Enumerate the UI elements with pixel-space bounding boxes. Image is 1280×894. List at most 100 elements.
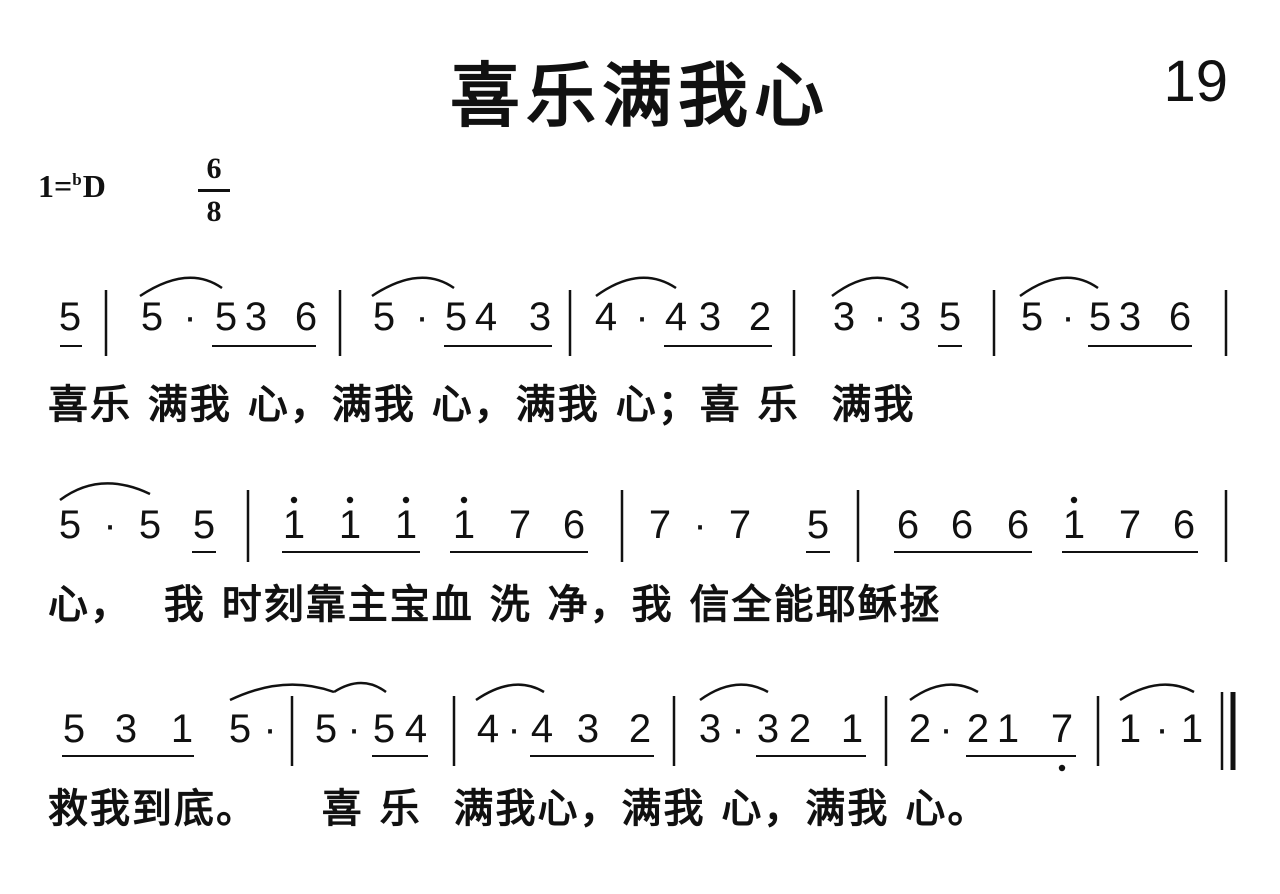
- dot: ·: [507, 707, 520, 751]
- note: 5: [1021, 295, 1043, 339]
- lyrics-line-1: 喜乐 满我 心，满我 心，满我 心；喜 乐 满我: [48, 382, 916, 428]
- notes-layer: 5 5 · 5 3 6 5 · 5 4 3 4 · 4 3 2 3 · 3 5 …: [59, 295, 1191, 339]
- notes-layer: 5 3 1 5 · 5 · 5 4 4 · 4 3 2 3 · 3 2 1 2 …: [63, 707, 1203, 751]
- note: 3: [577, 707, 599, 751]
- note: 5: [445, 295, 467, 339]
- note: 2: [909, 707, 931, 751]
- dot: ·: [263, 707, 276, 751]
- dot: ·: [873, 295, 886, 339]
- slur: [1019, 276, 1099, 298]
- slur: [475, 683, 545, 702]
- dot: ·: [103, 503, 116, 547]
- note: 1: [997, 707, 1019, 751]
- slur: [699, 683, 769, 702]
- octave-dot: [346, 496, 354, 504]
- barlines: [104, 290, 1228, 356]
- dot: ·: [635, 295, 648, 339]
- score-system-3: 5 3 1 5 · 5 · 5 4 4 · 4 3 2 3 · 3 2 1 2 …: [0, 670, 1280, 840]
- note: 6: [1169, 295, 1191, 339]
- note: 6: [563, 503, 585, 547]
- note: 5: [939, 295, 961, 339]
- slur: [909, 683, 979, 702]
- note: 5: [807, 503, 829, 547]
- slurs: [139, 276, 1099, 298]
- score-system-2: 5 · 5 5 1 1 1 1 7 6 7 · 7 5 6 6 6 1 7 6: [0, 460, 1280, 630]
- slur: [333, 681, 387, 694]
- note: 4: [531, 707, 553, 751]
- time-signature: 6 8: [196, 150, 232, 231]
- score-system-1: 5 5 · 5 3 6 5 · 5 4 3 4 · 4 3 2 3 · 3 5 …: [0, 270, 1280, 430]
- note: 5: [141, 295, 163, 339]
- dot: ·: [693, 503, 706, 547]
- note: 6: [897, 503, 919, 547]
- meter-bottom: 8: [206, 195, 222, 228]
- note: 2: [789, 707, 811, 751]
- note: 5: [373, 707, 395, 751]
- note-high: 1: [453, 503, 475, 547]
- note: 7: [509, 503, 531, 547]
- lyrics-line-3: 救我到底。 喜 乐 满我心，满我 心，满我 心。: [48, 786, 990, 832]
- notation-staff-1: 5 5 · 5 3 6 5 · 5 4 3 4 · 4 3 2 3 · 3 5 …: [59, 276, 1228, 356]
- key-note: D: [82, 168, 106, 204]
- note: 1: [1119, 707, 1141, 751]
- dot: ·: [939, 707, 952, 751]
- dot: ·: [347, 707, 360, 751]
- notation-staff-3: 5 3 1 5 · 5 · 5 4 4 · 4 3 2 3 · 3 2 1 2 …: [62, 681, 1236, 772]
- note: 6: [295, 295, 317, 339]
- dot: ·: [1155, 707, 1168, 751]
- octave-dot: [1070, 496, 1078, 504]
- note-high: 1: [1063, 503, 1085, 547]
- slur: [59, 482, 151, 502]
- note: 6: [951, 503, 973, 547]
- slur: [229, 683, 335, 702]
- note: 5: [229, 707, 251, 751]
- slur: [1119, 683, 1195, 702]
- note: 2: [749, 295, 771, 339]
- key-prefix: 1=: [38, 168, 73, 204]
- barlines: [290, 692, 1224, 770]
- note-high: 1: [395, 503, 417, 547]
- note: 2: [629, 707, 651, 751]
- page-number: 19: [1163, 49, 1228, 114]
- note: 1: [1181, 707, 1203, 751]
- octave-dot: [1058, 764, 1066, 772]
- note: 3: [245, 295, 267, 339]
- note: 3: [115, 707, 137, 751]
- notes-layer: 5 · 5 5 1 1 1 1 7 6 7 · 7 5 6 6 6 1 7 6: [59, 503, 1195, 547]
- note: 6: [1173, 503, 1195, 547]
- note: 3: [757, 707, 779, 751]
- key-flat-sign: b: [72, 170, 82, 189]
- note: 6: [1007, 503, 1029, 547]
- dot: ·: [1061, 295, 1074, 339]
- note-high: 1: [339, 503, 361, 547]
- note-low: 7: [1051, 707, 1073, 751]
- dot: ·: [183, 295, 196, 339]
- octave-dot: [402, 496, 410, 504]
- note: 5: [215, 295, 237, 339]
- slur: [831, 276, 909, 297]
- note: 2: [967, 707, 989, 751]
- note: 3: [699, 707, 721, 751]
- note: 5: [59, 295, 81, 339]
- high-octave-dots: [290, 496, 1078, 504]
- dot: ·: [415, 295, 428, 339]
- note: 5: [139, 503, 161, 547]
- low-octave-dots: [1058, 764, 1066, 772]
- dot: ·: [731, 707, 744, 751]
- slur: [595, 276, 677, 298]
- note: 3: [699, 295, 721, 339]
- note: 1: [171, 707, 193, 751]
- note: 3: [899, 295, 921, 339]
- slur: [139, 276, 223, 298]
- note: 3: [1119, 295, 1141, 339]
- note: 4: [477, 707, 499, 751]
- octave-dot: [290, 496, 298, 504]
- note: 5: [1089, 295, 1111, 339]
- note: 4: [405, 707, 427, 751]
- barlines: [246, 490, 1228, 562]
- slurs: [59, 482, 151, 502]
- note: 5: [315, 707, 337, 751]
- note: 3: [833, 295, 855, 339]
- note: 7: [729, 503, 751, 547]
- note: 4: [665, 295, 687, 339]
